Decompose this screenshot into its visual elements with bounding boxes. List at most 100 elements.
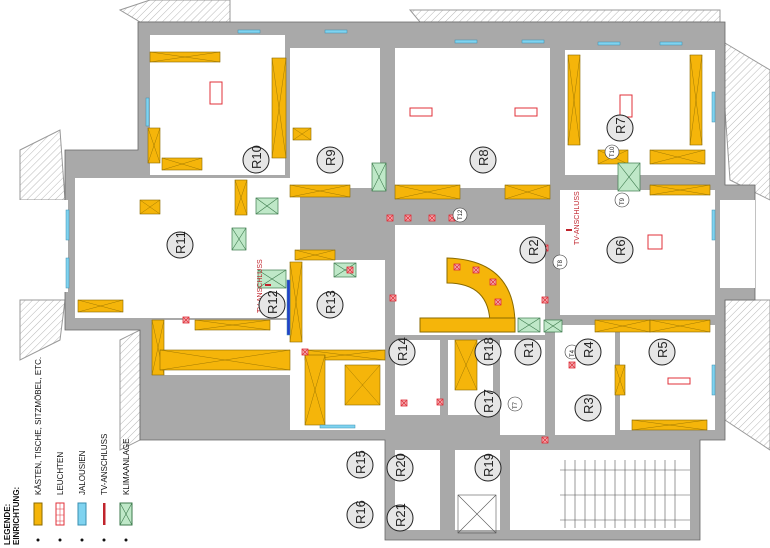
room-r14: R14 xyxy=(388,337,416,366)
svg-text:T10: T10 xyxy=(610,146,616,157)
furniture-item xyxy=(504,184,551,200)
svg-text:R5: R5 xyxy=(655,341,670,358)
light-fixture xyxy=(514,107,538,117)
legend-label: TV-ANSCHLUSS xyxy=(100,434,109,495)
furniture-item xyxy=(304,354,326,426)
room-r7: R7 xyxy=(606,114,634,142)
svg-text:R12: R12 xyxy=(265,290,280,314)
room-interiors xyxy=(18,35,755,530)
legend-item-lights: LEUCHTEN xyxy=(55,452,65,542)
spot-light xyxy=(541,436,549,444)
furniture-item xyxy=(234,179,248,216)
tv-outlets: TV-ANSCHLUSS TV-ANSCHLUSS xyxy=(257,191,581,313)
svg-text:R16: R16 xyxy=(353,500,368,524)
door-label: T7 xyxy=(507,396,523,412)
svg-text:R14: R14 xyxy=(395,337,410,361)
door-label: T9 xyxy=(614,192,630,208)
room-r18: R18 xyxy=(474,337,502,366)
light-fixture xyxy=(667,377,691,385)
spot-light xyxy=(386,214,394,222)
door-label: T8 xyxy=(552,254,568,270)
room-r15: R15 xyxy=(346,450,374,479)
svg-text:R20: R20 xyxy=(393,453,408,477)
furniture-item xyxy=(649,149,706,165)
furniture-item xyxy=(149,51,221,63)
light-fixture xyxy=(209,81,223,105)
spot-light xyxy=(489,278,497,286)
roof-hatching xyxy=(19,0,770,451)
air-conditioning-unit xyxy=(255,197,279,215)
spot-light xyxy=(541,296,549,304)
legend: LEGENDE: EINRICHTUNG: KÄSTEN, TISCHE, SI… xyxy=(3,357,133,545)
furniture-item xyxy=(454,339,478,391)
room-r16: R16 xyxy=(346,500,374,529)
room-r11: R11 xyxy=(166,231,194,259)
svg-text:R9: R9 xyxy=(323,149,338,166)
room-r13: R13 xyxy=(316,290,344,319)
svg-text:R18: R18 xyxy=(481,337,496,361)
light-fixture xyxy=(647,234,663,250)
svg-text:R15: R15 xyxy=(353,450,368,474)
blinds-group xyxy=(65,29,716,429)
svg-text:R10: R10 xyxy=(249,145,264,169)
furniture-item xyxy=(304,349,386,361)
svg-text:T4: T4 xyxy=(570,349,576,357)
legend-label: KÄSTEN, TISCHE, SITZMÖBEL, ETC. xyxy=(34,357,43,495)
furniture-item xyxy=(649,319,711,333)
room-r9: R9 xyxy=(316,146,344,174)
legend-label: LEUCHTEN xyxy=(56,452,65,495)
furniture-item xyxy=(159,349,291,371)
room-r5: R5 xyxy=(648,338,676,366)
spot-light xyxy=(389,294,397,302)
svg-text:T8: T8 xyxy=(558,259,564,267)
spot-light xyxy=(436,398,444,406)
svg-text:R3: R3 xyxy=(581,397,596,414)
air-conditioning-unit xyxy=(617,162,641,192)
legend-item-furniture: KÄSTEN, TISCHE, SITZMÖBEL, ETC. xyxy=(33,357,43,542)
furniture-item xyxy=(631,419,708,431)
svg-text:R1: R1 xyxy=(521,341,536,358)
furniture-item xyxy=(289,261,303,343)
door-label: T12 xyxy=(452,207,468,223)
legend-item-air-conditioning: KLIMAANLAGE xyxy=(119,439,133,542)
lights-group xyxy=(182,81,691,444)
spot-light xyxy=(472,266,480,274)
svg-text:R6: R6 xyxy=(613,239,628,256)
room-r6: R6 xyxy=(606,236,634,264)
legend-item-tv-outlet: TV-ANSCHLUSS xyxy=(100,434,109,542)
room-r21: R21 xyxy=(386,503,414,532)
furniture-item xyxy=(614,364,626,396)
room-r20: R20 xyxy=(386,453,414,482)
room-r2: R2 xyxy=(519,236,547,264)
furniture-item xyxy=(139,199,161,215)
furniture-item xyxy=(147,127,161,164)
svg-text:R19: R19 xyxy=(481,453,496,477)
tv-outlet-label: TV-ANSCHLUSS xyxy=(574,191,581,245)
air-conditioning-unit xyxy=(257,269,287,289)
room-r1: R1 xyxy=(514,338,542,366)
svg-text:R11: R11 xyxy=(173,231,188,254)
reception-counter xyxy=(419,317,516,333)
svg-text:R17: R17 xyxy=(481,389,496,413)
furniture-item xyxy=(292,127,312,141)
room-r3: R3 xyxy=(574,394,602,422)
legend-subtitle: EINRICHTUNG: xyxy=(12,487,21,545)
spot-light xyxy=(301,348,309,356)
light-fixture xyxy=(409,107,433,117)
room-r12: R12 xyxy=(258,290,286,319)
tv-outlet-label: TV-ANSCHLUSS xyxy=(257,259,264,313)
svg-text:R8: R8 xyxy=(476,149,491,166)
furniture-item xyxy=(567,54,581,146)
spot-light xyxy=(568,361,576,369)
furniture-item xyxy=(194,319,271,331)
legend-label: JALOUSIEN xyxy=(78,450,87,495)
furniture-item xyxy=(594,319,651,333)
air-conditioning-unit xyxy=(543,319,563,333)
room-r10: R10 xyxy=(242,145,270,174)
spot-light xyxy=(428,214,436,222)
spot-light xyxy=(182,316,190,324)
spot-light xyxy=(404,214,412,222)
svg-text:T9: T9 xyxy=(620,197,626,205)
